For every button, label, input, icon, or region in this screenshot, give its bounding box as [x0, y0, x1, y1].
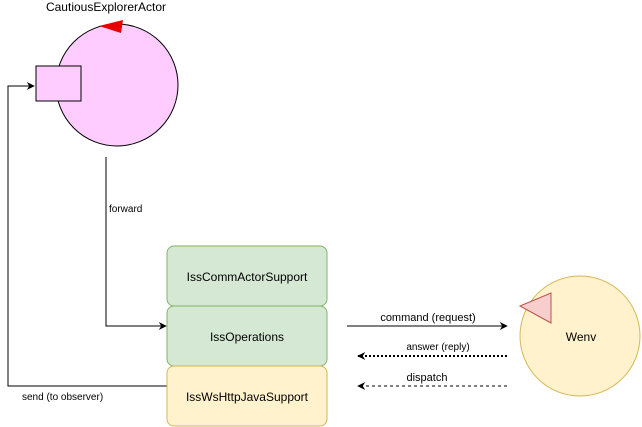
iss-comm-actor-support-label: IssCommActorSupport — [187, 270, 308, 284]
wenv-label: Wenv — [566, 330, 596, 344]
send-to-observer-label: send (to observer) — [22, 392, 103, 403]
forward-edge: forward — [105, 157, 167, 330]
actor-input-port — [35, 65, 82, 102]
iss-ws-http-java-support-rect — [166, 365, 328, 427]
dispatch-edge: dispatch — [357, 372, 507, 390]
answer-reply-label: answer (reply) — [406, 342, 469, 353]
command-request-edge: command (request) — [347, 312, 508, 330]
wenv-triangle-icon — [518, 292, 552, 324]
forward-arrow — [105, 157, 167, 330]
forward-label: forward — [109, 204, 142, 215]
iss-operations-label: IssOperations — [210, 330, 284, 344]
send-to-observer-edge: send (to observer) — [7, 82, 167, 403]
iss-ws-http-java-support-label: IssWsHttpJavaSupport — [186, 390, 309, 404]
iss-ws-http-java-support-box[interactable]: IssWsHttpJavaSupport — [166, 365, 328, 427]
answer-reply-edge: answer (reply) — [357, 342, 507, 360]
wenv-node[interactable]: Wenv — [518, 275, 641, 397]
iss-operations-box[interactable]: IssOperations — [166, 305, 328, 367]
send-to-observer-arrow — [7, 82, 167, 387]
cautious-explorer-actor[interactable]: CautiousExplorerActor — [35, 0, 179, 147]
dispatch-label: dispatch — [407, 372, 448, 384]
actor-red-triangle-icon — [99, 20, 123, 33]
iss-stack: IssCommActorSupport IssOperations IssWsH… — [166, 245, 328, 427]
command-request-label: command (request) — [380, 312, 475, 324]
actor-name-label: CautiousExplorerActor — [46, 0, 166, 14]
iss-comm-actor-support-box[interactable]: IssCommActorSupport — [166, 245, 328, 307]
